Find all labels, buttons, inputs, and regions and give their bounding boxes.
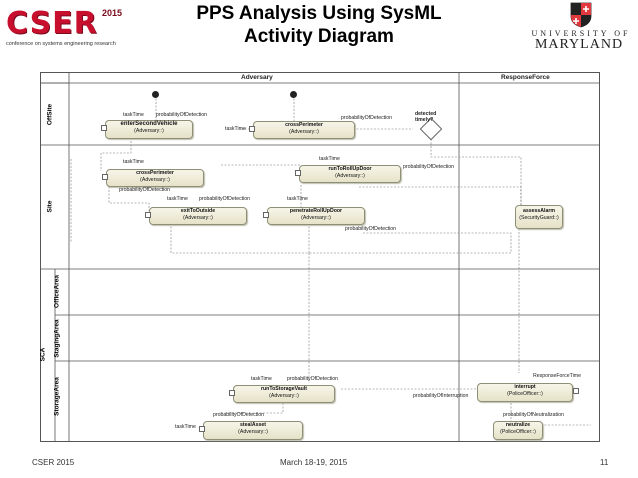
action-assess-alarm: assessAlarm (SecurityGuard::) (515, 205, 563, 229)
action-owner: (PoliceOfficer::) (500, 429, 536, 435)
action-owner: (Adversary::) (183, 215, 213, 221)
label-probability-of-detection: probabilityOfDetection (199, 196, 251, 202)
label-task-time: taskTime (287, 196, 308, 202)
label-task-time: taskTime (319, 156, 340, 162)
action-enter-second-vehicle: enterSecondVehicle (Adversary::) (105, 120, 193, 139)
lane-office-area: OfficeArea (53, 275, 61, 308)
label-probability-of-interruption: probabilityOfInterruption (413, 393, 469, 399)
action-name: assessAlarm (522, 208, 555, 214)
action-name: exitToOutside (180, 208, 216, 214)
pin (199, 426, 205, 432)
initial-node-1 (152, 91, 159, 98)
pin (573, 388, 579, 394)
action-owner: (Adversary::) (238, 429, 268, 435)
label-task-time: taskTime (123, 112, 144, 118)
title-line-1: PPS Analysis Using SysML (196, 3, 442, 24)
initial-node-2 (290, 91, 297, 98)
action-name: runToRollUpDoor (328, 166, 372, 172)
pin (249, 126, 255, 132)
action-name: crossPerimeter (285, 122, 323, 128)
label-response-force-time: ResponseForceTime (533, 373, 581, 379)
action-name: penetrateRollUpDoor (289, 208, 343, 214)
action-owner: (Adversary::) (140, 177, 170, 183)
action-owner: (Adversary::) (289, 129, 319, 135)
action-owner: (Adversary::) (335, 173, 365, 179)
label-task-time: taskTime (167, 196, 188, 202)
action-name: neutralize (505, 422, 531, 428)
maryland-shield-icon (570, 2, 592, 28)
label-task-time: taskTime (123, 159, 144, 165)
page-number: 11 (600, 458, 609, 467)
action-name: interrupt (514, 384, 536, 390)
action-steal-asset: stealAsset (Adversary::) (203, 421, 303, 440)
action-name: runToStorageVault (260, 386, 308, 392)
cser-logo: CSER 2015 conference on systems engineer… (4, 6, 134, 52)
pin (263, 212, 269, 218)
action-name: enterSecondVehicle (120, 121, 178, 127)
action-interrupt: interrupt (PoliceOfficer::) (477, 383, 573, 402)
action-exit-to-outside: exitToOutside (Adversary::) (149, 207, 247, 225)
partition-adversary: Adversary (241, 74, 273, 81)
pin (102, 174, 108, 180)
action-owner: (PoliceOfficer::) (507, 391, 543, 397)
footer-date: March 18-19, 2015 (280, 458, 348, 467)
action-cross-perimeter-offsite: crossPerimeter (Adversary::) (253, 121, 355, 139)
pin (145, 212, 151, 218)
lane-site: Site (46, 200, 54, 213)
lane-staging-area: StagingArea (53, 319, 61, 358)
label-probability-of-neutralization: probabilityOfNeutralization (503, 412, 564, 418)
lane-offsite: OffSite (46, 103, 54, 126)
action-run-to-roll-up-door: runToRollUpDoor (Adversary::) (299, 165, 401, 183)
action-neutralize: neutralize (PoliceOfficer::) (493, 421, 543, 440)
action-cross-perimeter-site: crossPerimeter (Adversary::) (106, 169, 204, 187)
action-owner: (Adversary::) (301, 215, 331, 221)
cser-logo-text: CSER (6, 6, 98, 41)
university-line-2: MARYLAND (534, 37, 624, 52)
university-line-1: UNIVERSITY OF (531, 29, 631, 38)
label-task-time: taskTime (225, 126, 246, 132)
cser-logo-year: 2015 (102, 8, 123, 18)
label-probability-of-detection: probabilityOfDetection (213, 412, 265, 418)
swimlane-grid (41, 73, 599, 441)
pin (295, 170, 301, 176)
lane-sca: SCA (39, 347, 47, 362)
action-owner: (Adversary::) (269, 393, 299, 399)
title-line-2: Activity Diagram (244, 26, 394, 47)
activity-diagram: Adversary ResponseForce OffSite Site SCA… (40, 72, 600, 442)
label-probability-of-detection: probabilityOfDetection (403, 164, 455, 170)
pin (229, 390, 235, 396)
label-task-time: taskTime (175, 424, 196, 430)
lane-storage-area: StorageArea (53, 377, 61, 416)
action-name: crossPerimeter (136, 170, 174, 176)
page-title: PPS Analysis Using SysML Activity Diagra… (0, 2, 638, 48)
action-name: stealAsset (240, 422, 266, 428)
action-run-to-storage-vault: runToStorageVault (Adversary::) (233, 385, 335, 403)
label-task-time: taskTime (251, 376, 272, 382)
decision-label: detected timely? (415, 111, 437, 123)
cser-logo-subtitle: conference on systems engineering resear… (6, 41, 116, 47)
action-owner: (SecurityGuard::) (519, 215, 559, 221)
label-probability-of-detection: probabilityOfDetection (119, 187, 171, 193)
label-probability-of-detection: probabilityOfDetection (341, 115, 393, 121)
label-probability-of-detection: probabilityOfDetection (345, 226, 397, 232)
action-owner: (Adversary::) (134, 128, 164, 134)
pin (101, 125, 107, 131)
action-penetrate-roll-up-door: penetrateRollUpDoor (Adversary::) (267, 207, 365, 225)
partition-response-force: ResponseForce (501, 74, 550, 81)
maryland-logo: UNIVERSITY OF MARYLAND (520, 2, 636, 54)
footer-left: CSER 2015 (32, 458, 75, 467)
label-probability-of-detection: probabilityOfDetection (156, 112, 208, 118)
label-probability-of-detection: probabilityOfDetection (287, 376, 339, 382)
